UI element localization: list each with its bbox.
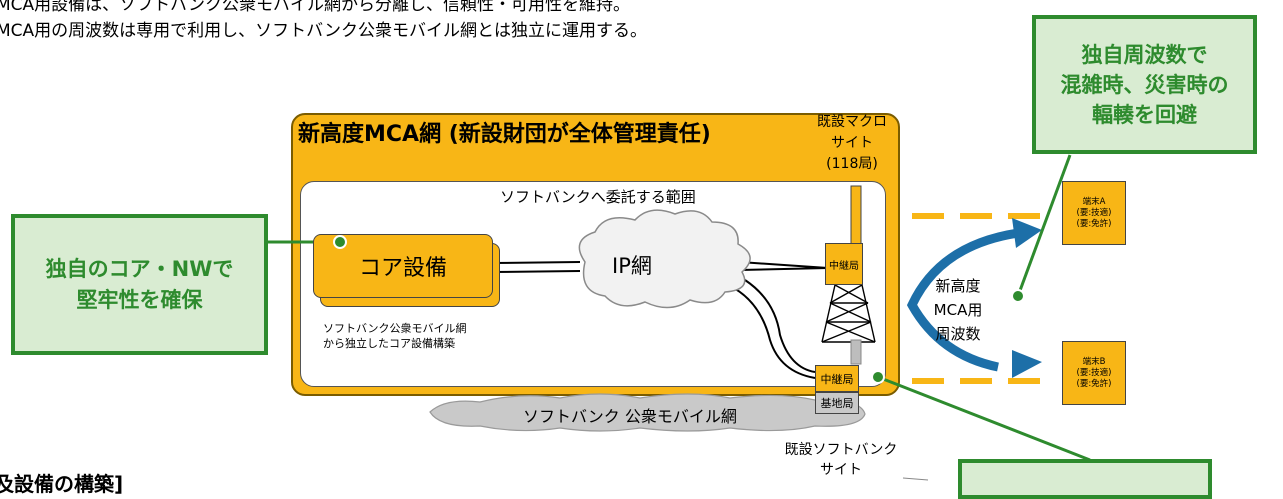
bottom-callout-partial bbox=[958, 459, 1212, 499]
core-note: ソフトバンク公衆モバイル網 から独立したコア設備構築 bbox=[323, 321, 467, 351]
mca-frequency-line-2: MCA用 bbox=[933, 301, 983, 319]
terminal-b-name: 端末B bbox=[1082, 356, 1106, 367]
frequency-callout: 独自周波数で 混雑時、災害時の 輻輳を回避 bbox=[1032, 15, 1257, 154]
frequency-callout-line-1: 独自周波数で bbox=[1081, 42, 1208, 67]
ip-network-cloud bbox=[578, 209, 751, 309]
macro-antenna bbox=[850, 185, 862, 245]
core-callout-line-2: 堅牢性を確保 bbox=[76, 287, 203, 312]
intro-line-2: MCA用の周波数は専用で利用し、ソフトバンク公衆モバイル網とは独立に運用する。 bbox=[0, 21, 648, 41]
terminal-b: 端末B (要:技適) (要:免許) bbox=[1062, 341, 1126, 405]
terminal-a-req-1: (要:技適) bbox=[1076, 207, 1112, 218]
frequency-callout-line-3: 輻輳を回避 bbox=[1092, 102, 1197, 127]
relay-connector-dot bbox=[871, 370, 885, 384]
mca-frequency-line-1: 新高度 bbox=[935, 277, 981, 295]
frequency-callout-line-2: 混雑時、災害時の bbox=[1060, 72, 1229, 97]
macro-site-label: 既設マクロ サイト (118局) bbox=[802, 112, 902, 175]
public-network-label: ソフトバンク 公衆モバイル網 bbox=[523, 407, 737, 426]
existing-site-label: 既設ソフトバンク サイト bbox=[778, 440, 904, 480]
core-note-line-1: ソフトバンク公衆モバイル網 bbox=[323, 322, 467, 335]
site-pointer bbox=[902, 477, 929, 481]
macro-site-line-3: (118局) bbox=[826, 156, 878, 172]
terminal-b-req-1: (要:技適) bbox=[1076, 367, 1112, 378]
terminal-a-req-2: (要:免許) bbox=[1076, 218, 1112, 229]
arrow-head-b bbox=[1012, 350, 1042, 378]
site-relay-station: 中継局 bbox=[815, 365, 859, 392]
existing-site-line-2: サイト bbox=[820, 462, 862, 478]
macro-site-line-1: 既設マクロ bbox=[817, 114, 887, 130]
ip-relay-link-1 bbox=[739, 261, 829, 269]
core-note-line-2: から独立したコア設備構築 bbox=[323, 337, 455, 350]
macro-site-line-2: サイト bbox=[831, 135, 873, 151]
frequency-connector-dot bbox=[1011, 289, 1025, 303]
existing-site-line-1: 既設ソフトバンク bbox=[784, 442, 898, 458]
core-ip-link-1 bbox=[492, 261, 581, 264]
mca-frequency-label: 新高度 MCA用 周波数 bbox=[918, 274, 998, 346]
section-heading: 及設備の構築] bbox=[0, 472, 124, 496]
core-callout: 独自のコア・NWで 堅牢性を確保 bbox=[11, 214, 268, 355]
base-station: 基地局 bbox=[815, 392, 859, 414]
macro-tower bbox=[821, 284, 876, 343]
ip-network-label: IP網 bbox=[612, 254, 652, 278]
connector-frequency bbox=[1016, 154, 1072, 297]
ip-base-link-1 bbox=[727, 284, 816, 379]
diagram-graphics bbox=[268, 154, 1091, 481]
frequency-arc bbox=[906, 228, 1019, 372]
terminal-a: 端末A (要:技適) (要:免許) bbox=[1062, 181, 1126, 245]
public-mobile-network-cloud bbox=[429, 393, 866, 432]
ip-relay-link-2 bbox=[739, 267, 829, 271]
terminal-a-name: 端末A bbox=[1082, 196, 1106, 207]
core-callout-line-1: 独自のコア・NWで bbox=[45, 256, 234, 281]
core-ip-link-2 bbox=[492, 270, 581, 273]
macro-relay-station: 中継局 bbox=[825, 243, 863, 285]
terminal-b-req-2: (要:免許) bbox=[1076, 378, 1112, 389]
core-equipment: コア設備 bbox=[313, 234, 493, 298]
connector-relay bbox=[877, 375, 1091, 462]
arrow-head-a bbox=[1012, 218, 1042, 248]
mca-frequency-line-3: 周波数 bbox=[935, 325, 981, 343]
ip-base-link-2 bbox=[744, 279, 816, 373]
core-connector-dot bbox=[333, 235, 347, 249]
delegated-scope-label: ソフトバンクへ委託する範囲 bbox=[500, 188, 696, 206]
softbank-site-antenna bbox=[850, 339, 862, 365]
mca-network-title: 新高度MCA網 (新設財団が全体管理責任) bbox=[298, 122, 711, 147]
intro-line-1: MCA用設備は、ソフトバンク公衆モバイル網から分離し、信頼性・可用性を維持。 bbox=[0, 0, 631, 15]
